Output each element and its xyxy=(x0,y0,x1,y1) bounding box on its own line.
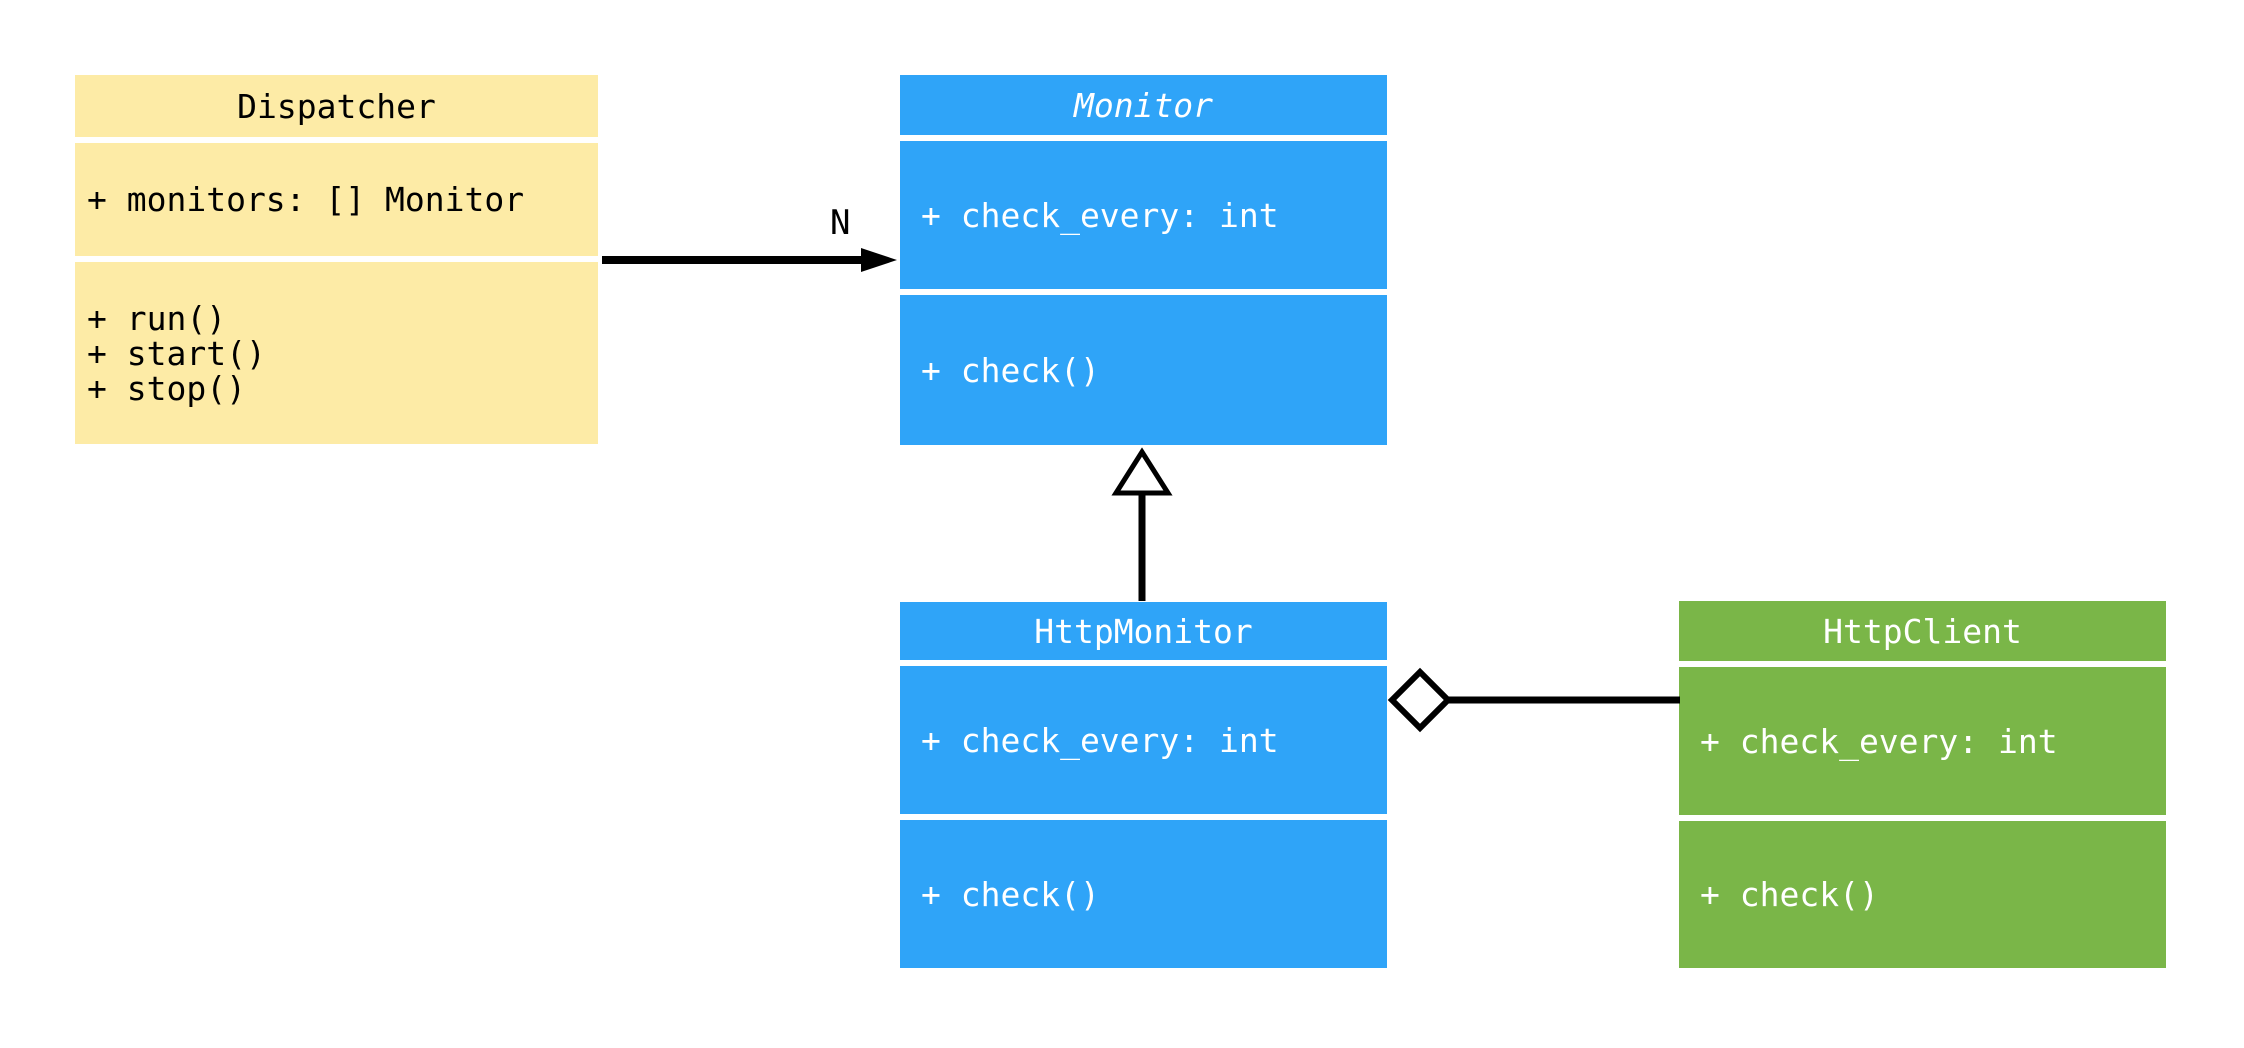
methods-section-monitor: + check() xyxy=(900,295,1387,445)
class-title-httpmonitor: HttpMonitor xyxy=(900,602,1387,660)
methods-section-httpclient: + check() xyxy=(1679,821,2166,968)
association-arrowhead-icon xyxy=(861,248,897,272)
aggregation-connector-httpmonitor-httpclient xyxy=(1387,667,1680,733)
class-title-dispatcher: Dispatcher xyxy=(75,75,598,137)
attributes-section-monitor: + check_every: int xyxy=(900,141,1387,289)
attributes-section-dispatcher: + monitors: [] Monitor xyxy=(75,143,598,256)
methods-section-httpmonitor: + check() xyxy=(900,820,1387,968)
class-method: + run() xyxy=(87,298,227,338)
attributes-section-httpmonitor: + check_every: int xyxy=(900,666,1387,814)
aggregation-diamond-icon xyxy=(1387,667,1453,733)
association-arrow-dispatcher-monitor xyxy=(602,248,897,272)
class-attribute: + check_every: int xyxy=(921,195,1279,235)
attributes-section-httpclient: + check_every: int xyxy=(1679,667,2166,815)
class-box-httpmonitor: HttpMonitor + check_every: int + check() xyxy=(900,602,1387,968)
inheritance-arrow-httpmonitor-monitor xyxy=(1111,447,1173,601)
class-method: + check() xyxy=(921,874,1100,914)
class-title-monitor: Monitor xyxy=(900,75,1387,135)
class-method: + start() xyxy=(87,333,266,373)
class-attribute: + monitors: [] Monitor xyxy=(87,180,525,219)
methods-section-dispatcher: + run() + start() + stop() xyxy=(75,262,598,444)
class-box-monitor: Monitor + check_every: int + check() xyxy=(900,75,1387,445)
class-method: + stop() xyxy=(87,368,246,408)
multiplicity-label: N xyxy=(830,203,851,243)
class-method: + check() xyxy=(1700,875,1879,914)
class-box-dispatcher: Dispatcher + monitors: [] Monitor + run(… xyxy=(75,75,598,444)
class-box-httpclient: HttpClient + check_every: int + check() xyxy=(1679,601,2166,968)
class-attribute: + check_every: int xyxy=(1700,721,2058,761)
class-title-httpclient: HttpClient xyxy=(1679,601,2166,661)
class-method: + check() xyxy=(921,350,1100,390)
inheritance-triangle-icon xyxy=(1111,447,1173,496)
class-attribute: + check_every: int xyxy=(921,720,1279,760)
